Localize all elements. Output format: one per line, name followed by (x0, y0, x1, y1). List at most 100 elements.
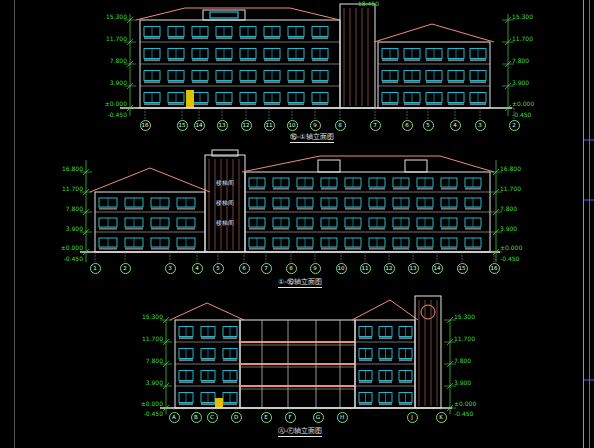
drawing-rect (321, 248, 337, 250)
drawing-rect (249, 198, 265, 207)
drawing-rect (393, 208, 409, 210)
axis-bubble: 13 (217, 120, 228, 131)
roof-line (374, 24, 494, 42)
drawing-rect (465, 188, 481, 190)
drawing-line (315, 252, 316, 262)
drawing-line (281, 238, 282, 247)
drawing-rect (249, 248, 265, 250)
drawing-rect (359, 403, 372, 405)
title-block-line (584, 380, 594, 381)
drawing-rect (179, 393, 193, 403)
axis-bubble: 2 (120, 263, 131, 274)
drawing-line (296, 93, 297, 103)
drawing-rect (441, 228, 457, 230)
drawing-rect (223, 371, 237, 381)
axis-number: 10 (338, 265, 345, 271)
drawing-rect (382, 103, 398, 105)
drawing-line (246, 108, 247, 119)
axis-bubble: 15 (457, 263, 468, 274)
axis-number: D (234, 414, 238, 420)
drawing-rect (95, 192, 205, 252)
drawing-rect (125, 248, 143, 250)
drawing-line (390, 93, 391, 103)
drawing-line (353, 178, 354, 187)
drawing-rect (210, 12, 238, 18)
drawing-line (224, 27, 225, 37)
axis-bubble: B (191, 412, 202, 423)
drawing-rect (297, 248, 313, 250)
drawing-rect (417, 228, 433, 230)
drawing-rect (168, 59, 184, 61)
drawing-rect (192, 103, 208, 105)
drawing-rect (192, 81, 208, 83)
drawing-rect (273, 218, 289, 227)
drawing-line (108, 238, 109, 247)
axis-number: 5 (216, 265, 220, 271)
drawing-line (186, 238, 187, 247)
drawing-rect (470, 59, 486, 61)
axis-bubble: 10 (336, 263, 347, 274)
drawing-line (95, 252, 96, 262)
drawing-rect (448, 81, 464, 83)
drawing-line (413, 252, 414, 262)
drawing-rect (415, 296, 441, 408)
drawing-line (340, 108, 341, 119)
drawing-line (186, 198, 187, 207)
drawing-line (305, 178, 306, 187)
drawing-rect (297, 218, 313, 227)
drawing-line (315, 108, 316, 119)
drawing-rect (223, 393, 237, 403)
drawing-rect (297, 198, 313, 207)
elevation-mark: ±0.000 (500, 245, 522, 251)
axis-number: 9 (313, 265, 317, 271)
drawing-line (176, 27, 177, 37)
drawing-rect (205, 155, 245, 252)
drawing-rect (99, 238, 117, 247)
elevation-mark: 3.900 (66, 226, 83, 232)
drawing-line (329, 218, 330, 227)
drawing-rect (186, 90, 194, 108)
drawing-rect (144, 49, 160, 59)
drawing-line (176, 71, 177, 81)
drawing-rect (465, 198, 481, 207)
elevation-mark: -0.450 (500, 256, 519, 262)
drawing-line (385, 393, 386, 403)
drawing-line (473, 198, 474, 207)
drawing-line (230, 371, 231, 381)
axis-number: J (411, 414, 413, 420)
drawing-rect (345, 228, 361, 230)
drawing-line (434, 93, 435, 103)
drawing-line (140, 64, 340, 65)
drawing-rect (201, 371, 215, 381)
drawing-line (316, 320, 317, 408)
drawing-rect (99, 228, 117, 230)
drawing-line (478, 93, 479, 103)
drawing-rect (151, 198, 169, 207)
elevation-mark: 楼梯间 (216, 180, 234, 186)
drawing-rect (448, 49, 464, 59)
axis-number: 10 (289, 122, 296, 128)
drawing-rect (441, 218, 457, 227)
drawing-rect (448, 103, 464, 105)
axis-bubble: J (407, 412, 418, 423)
drawing-rect (379, 381, 392, 383)
axis-number: A (172, 414, 176, 420)
drawing-line (262, 320, 263, 408)
drawing-rect (470, 49, 486, 59)
drawing-line (401, 238, 402, 247)
axis-number: 3 (478, 122, 482, 128)
axis-number: 7 (373, 122, 377, 128)
axis-bubble: 15 (177, 120, 188, 131)
drawing-rect (470, 81, 486, 83)
elevation-mark: 11.700 (454, 336, 475, 342)
drawing-rect (192, 59, 208, 61)
elevation-mark: 15.300 (512, 14, 533, 20)
drawing-line (437, 252, 438, 262)
drawing-rect (312, 93, 328, 103)
drawing-line (296, 49, 297, 59)
axis-bubble: 8 (335, 120, 346, 131)
drawing-rect (249, 238, 265, 247)
axis-bubble: K (436, 412, 447, 423)
axis-number: 7 (264, 265, 268, 271)
drawing-line (441, 408, 442, 411)
